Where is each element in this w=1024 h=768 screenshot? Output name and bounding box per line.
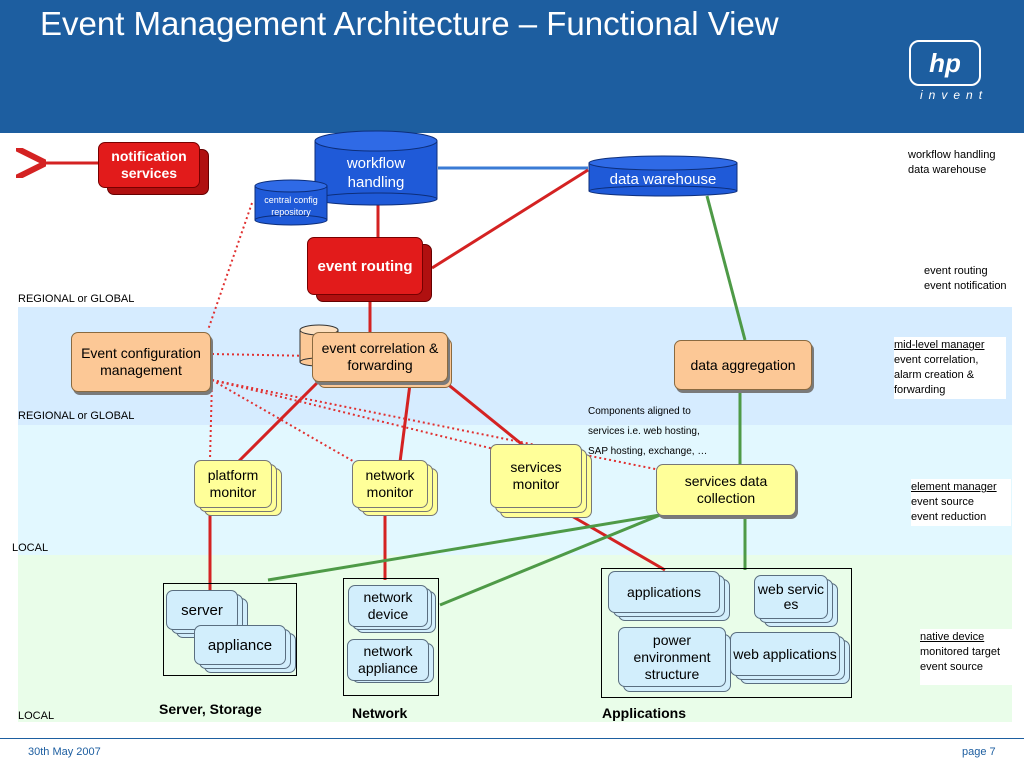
- data-aggregation-node[interactable]: data aggregation: [674, 340, 812, 390]
- group-title-network: Network: [352, 705, 408, 721]
- note-native-line-2: event source: [920, 661, 983, 673]
- applications-node[interactable]: applications: [608, 571, 720, 613]
- network-group-frame: [343, 578, 439, 696]
- band-label-local-2: LOCAL: [18, 710, 55, 722]
- platform-monitor-node[interactable]: platform monitor: [194, 460, 272, 508]
- band-local: [18, 555, 1012, 722]
- note-routing-line-2: event notification: [924, 280, 1007, 292]
- note-mid-line-2: alarm creation &: [894, 369, 975, 381]
- note-native-title: native device: [920, 631, 985, 643]
- note-mid-level-manager: mid-level manager event correlation, ala…: [894, 337, 1006, 399]
- hp-tagline: invent: [920, 88, 989, 102]
- line-correlation-network: [398, 383, 412, 463]
- footer-date: 30th May 2007: [28, 746, 101, 758]
- hp-logo: hp: [909, 40, 981, 86]
- web-applications-node[interactable]: web applications: [730, 632, 840, 676]
- group-title-server-storage: Server, Storage: [159, 701, 262, 717]
- group-title-applications: Applications: [602, 705, 687, 721]
- central-config-repository-node[interactable]: central config repository: [264, 195, 318, 217]
- note-top-line-1: workflow handling: [908, 149, 996, 161]
- note-mid-line-1: event correlation,: [894, 354, 979, 366]
- band-label-regional-2: REGIONAL or GLOBAL: [18, 410, 135, 422]
- notification-services-node[interactable]: notification services: [98, 142, 200, 188]
- web-services-node[interactable]: web services: [754, 575, 828, 619]
- header-bar: [0, 0, 1024, 133]
- services-monitor-node[interactable]: services monitor: [490, 444, 582, 508]
- note-mid-line-3: forwarding: [894, 384, 946, 396]
- note-native-device: native device monitored target event sou…: [920, 629, 1014, 685]
- note-routing-line-1: event routing: [924, 265, 988, 277]
- components-note-line-2: services i.e. web hosting,: [588, 426, 700, 437]
- appliance-node[interactable]: appliance: [194, 625, 286, 665]
- footer-page-number: page 7: [962, 746, 996, 758]
- workflow-handling-node[interactable]: workflow handling: [346, 155, 406, 191]
- server-node[interactable]: server: [166, 590, 238, 630]
- note-element-title: element manager: [911, 481, 997, 493]
- applications-group-frame: [601, 568, 852, 698]
- footer-rule: [0, 738, 1024, 739]
- note-top-line-2: data warehouse: [908, 164, 987, 176]
- network-appliance-node[interactable]: network appliance: [347, 639, 429, 681]
- band-label-regional-1: REGIONAL or GLOBAL: [18, 293, 135, 305]
- server-storage-group-frame: [163, 583, 297, 676]
- note-element-line-2: event reduction: [911, 511, 987, 523]
- note-mid-title: mid-level manager: [894, 339, 985, 351]
- event-routing-node[interactable]: event routing: [307, 237, 423, 295]
- power-environment-structure-node[interactable]: power environment structure: [618, 627, 726, 687]
- line-routing-warehouse: [431, 168, 589, 270]
- line-warehouse-aggregation: [705, 195, 747, 341]
- note-element-line-1: event source: [911, 496, 974, 508]
- note-routing: event routing event notification: [924, 264, 1007, 294]
- components-note: Components aligned to services i.e. web …: [588, 402, 707, 462]
- line-collection-network: [439, 513, 661, 607]
- data-warehouse-node[interactable]: data warehouse: [609, 171, 717, 188]
- band-label-local-1: LOCAL: [12, 542, 49, 554]
- components-note-line-1: Components aligned to: [588, 406, 691, 417]
- network-device-node[interactable]: network device: [348, 585, 428, 627]
- line-correlation-services: [439, 376, 525, 448]
- event-correlation-node[interactable]: event correlation & forwarding: [312, 332, 448, 382]
- note-native-line-1: monitored target: [920, 646, 1001, 658]
- line-services-applications: [569, 513, 666, 572]
- network-monitor-node[interactable]: network monitor: [352, 460, 428, 508]
- page-title: Event Management Architecture – Function…: [40, 5, 779, 42]
- note-element-manager: element manager event source event reduc…: [911, 479, 1011, 526]
- line-collection-server: [267, 513, 661, 582]
- services-data-collection-node[interactable]: services data collection: [656, 464, 796, 516]
- note-top: workflow handling data warehouse: [908, 148, 995, 178]
- event-config-management-node[interactable]: Event configuration management: [71, 332, 211, 392]
- hp-logo-mark: hp: [929, 48, 961, 78]
- components-note-line-3: SAP hosting, exchange, …: [588, 446, 708, 457]
- line-correlation-platform: [236, 378, 322, 464]
